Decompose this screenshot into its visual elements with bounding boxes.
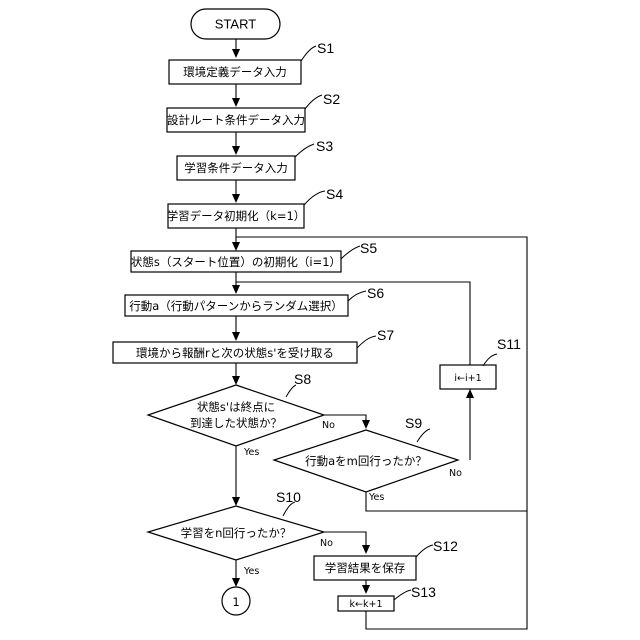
s8-label-line2: 到達した状態か？	[190, 416, 282, 430]
decision-s10: 学習をn回行ったか？	[148, 506, 324, 560]
end-connector: 1	[222, 587, 250, 615]
decision-s8: 状態s'は終点に 到達した状態か？	[148, 385, 324, 446]
process-box-s6: 行動a（行動パターンからランダム選択）	[125, 295, 348, 316]
s12-label: 学習結果を保存	[325, 561, 406, 575]
s8-label-line1: 状態s'は終点に	[197, 400, 275, 414]
process-box-s1: 環境定義データ入力	[169, 60, 301, 84]
s12-leader	[416, 545, 433, 557]
s4-leader	[304, 191, 325, 205]
s9-label: 行動aをm回行ったか？	[305, 454, 427, 468]
process-box-s13: k←k+1	[338, 596, 394, 611]
s4-label: 学習データ初期化（k=1）	[167, 209, 306, 223]
s5-leader	[341, 246, 360, 259]
s8-yes-label: Yes	[243, 447, 259, 458]
s8-step-id: S8	[294, 371, 311, 387]
s7-leader	[357, 336, 376, 348]
start-terminal: START	[191, 9, 280, 39]
s9-yes-label: Yes	[368, 492, 384, 503]
s2-step-id: S2	[323, 91, 340, 107]
s1-label: 環境定義データ入力	[183, 65, 287, 79]
s13-leader	[394, 590, 411, 600]
s6-leader	[348, 291, 366, 301]
s6-label: 行動a（行動パターンからランダム選択）	[129, 299, 342, 313]
s10-label: 学習をn回行ったか？	[181, 526, 292, 540]
s7-label: 環境から報酬rと次の状態s'を受け取る	[136, 346, 334, 360]
s10-step-id: S10	[276, 489, 301, 505]
s1-step-id: S1	[317, 40, 334, 56]
s9-no-label: No	[449, 468, 462, 479]
process-box-s12: 学習結果を保存	[314, 556, 416, 580]
s7-step-id: S7	[377, 327, 394, 343]
s3-step-id: S3	[316, 138, 333, 154]
process-box-s4: 学習データ初期化（k=1）	[167, 204, 306, 228]
process-box-s5: 状態s（スタート位置）の初期化（i=1）	[131, 251, 341, 272]
process-box-s11: i←i+1	[440, 365, 496, 389]
s9-step-id: S9	[405, 415, 422, 431]
s11-step-id: S11	[497, 336, 521, 352]
process-box-s3: 学習条件データ入力	[177, 156, 295, 180]
s5-step-id: S5	[360, 240, 377, 256]
process-box-s2: 設計ルート条件データ入力	[167, 108, 305, 132]
s5-label: 状態s（スタート位置）の初期化（i=1）	[131, 255, 341, 269]
s3-label: 学習条件データ入力	[184, 161, 288, 175]
s13-step-id: S13	[411, 584, 436, 600]
s13-label: k←k+1	[350, 599, 383, 610]
s11-label: i←i+1	[454, 373, 481, 384]
decision-s9: 行動aをm回行ったか？	[274, 430, 458, 492]
start-label: START	[215, 17, 256, 32]
s10-no-label: No	[320, 538, 333, 549]
s6-step-id: S6	[367, 285, 384, 301]
s12-step-id: S12	[433, 538, 458, 554]
s10-yes-label: Yes	[243, 566, 259, 577]
s8-no-label: No	[322, 420, 335, 431]
process-box-s7: 環境から報酬rと次の状態s'を受け取る	[113, 342, 357, 363]
s11-leader	[483, 354, 497, 366]
s3-leader	[295, 144, 314, 157]
s4-step-id: S4	[326, 186, 343, 202]
s2-label: 設計ルート条件データ入力	[167, 113, 305, 127]
s1-leader	[301, 46, 316, 61]
end-connector-label: 1	[232, 595, 239, 609]
s2-leader	[305, 95, 322, 109]
